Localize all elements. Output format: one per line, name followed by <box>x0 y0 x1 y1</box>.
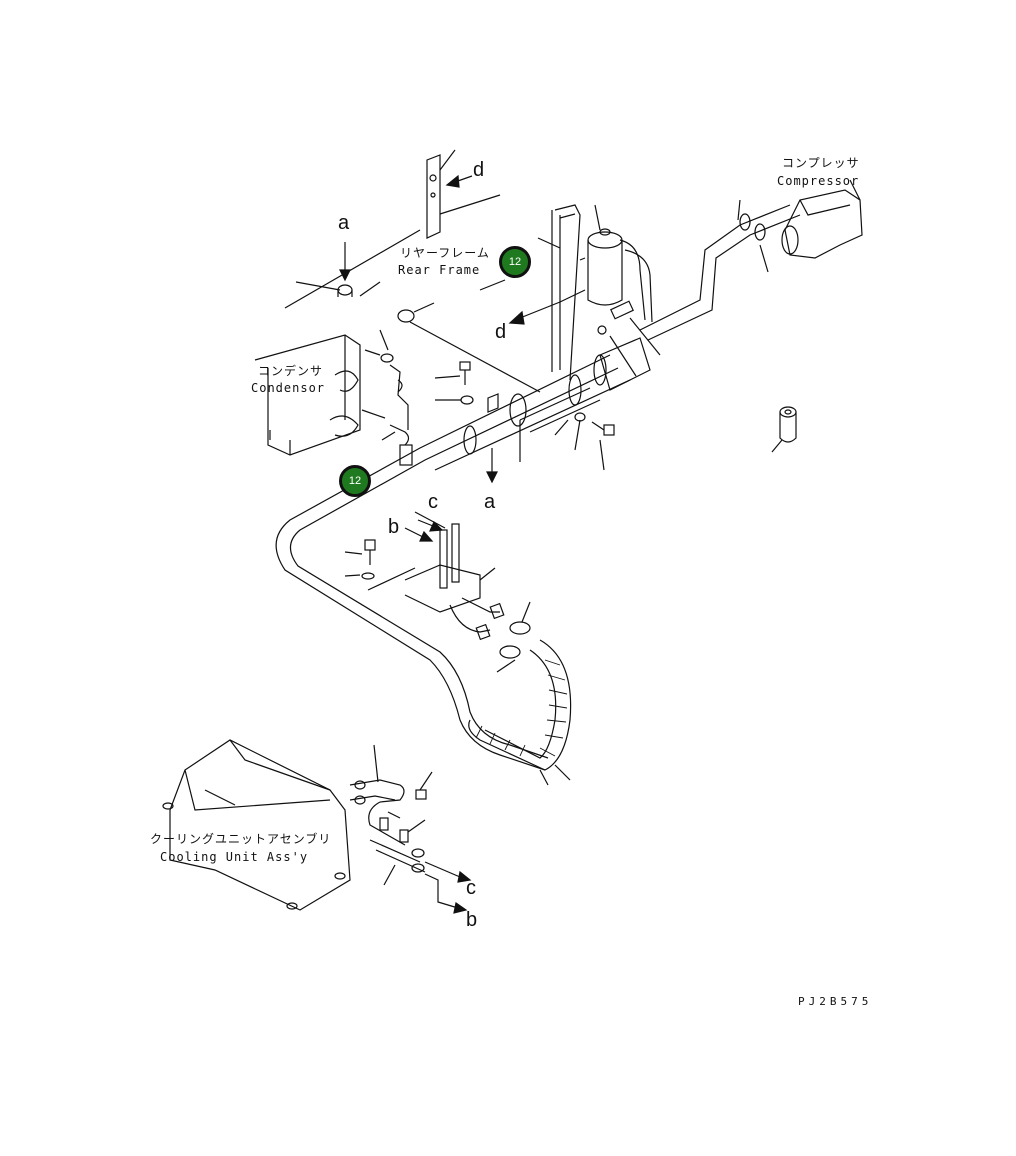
condenser-fittings <box>361 302 541 466</box>
ref-b-bottom: b <box>466 909 478 931</box>
refrigerant-pipes <box>275 204 801 786</box>
ref-d-top: d <box>473 159 485 181</box>
condenser-label-en: Condensor <box>251 381 326 395</box>
receiver-drier <box>537 204 661 381</box>
cooling-unit-label-en: Cooling Unit Ass'y <box>160 850 309 864</box>
ref-a-top: a <box>338 212 350 234</box>
compressor-label-jp: コンプレッサ <box>782 156 860 170</box>
part-badge[interactable]: 12 <box>339 465 371 497</box>
ref-a-bottom: a <box>484 491 496 513</box>
ref-c-top: c <box>428 491 438 513</box>
compressor <box>737 179 863 273</box>
rear-frame <box>284 149 506 309</box>
cooling-unit <box>162 739 351 911</box>
rear-frame-label-en: Rear Frame <box>398 263 481 277</box>
ref-c-bottom: c <box>466 877 476 899</box>
condenser <box>254 334 361 456</box>
rear-frame-label-jp: リヤーフレーム <box>400 246 490 260</box>
ref-d-mid: d <box>495 321 507 343</box>
cooling-unit-label-jp: クーリングユニットアセンブリ <box>150 832 332 846</box>
reference-arrows <box>339 174 586 542</box>
cooling-unit-fittings <box>349 744 472 914</box>
bolts-washers <box>434 361 797 471</box>
part-badge[interactable]: 12 <box>499 246 531 278</box>
ref-b-top: b <box>388 516 400 538</box>
compressor-label-en: Compressor <box>777 174 860 188</box>
mid-bracket <box>344 511 531 673</box>
condenser-label-jp: コンデンサ <box>258 364 324 378</box>
drawing-code: PJ2B575 <box>798 995 873 1008</box>
